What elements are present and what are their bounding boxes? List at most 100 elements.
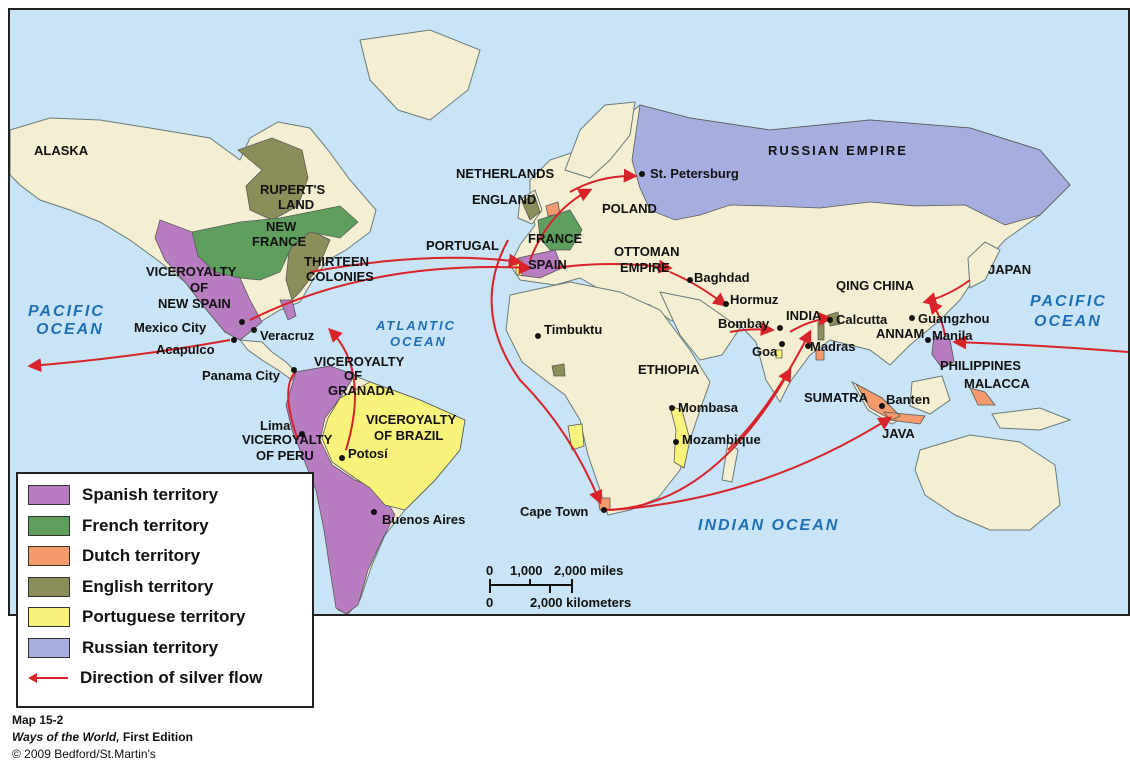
dot-lima [299, 431, 305, 437]
dot-hormuz [723, 301, 729, 307]
map-canvas: PACIFIC OCEAN ATLANTIC OCEAN PACIFIC OCE… [10, 29, 1128, 614]
dot-acapulco [231, 337, 237, 343]
dot-madras [805, 343, 811, 349]
label-newspain-2: OF [190, 280, 208, 295]
label-annam: ANNAM [876, 326, 924, 341]
label-brazil-1: VICEROYALTY [366, 412, 457, 427]
label-france: FRANCE [528, 231, 582, 246]
label-qing: QING CHINA [836, 278, 915, 293]
route-newspain-spain [309, 253, 523, 273]
portuguese-territory-brazil [321, 381, 466, 511]
label-buenos-aires: Buenos Aires [382, 512, 465, 527]
scale-2000-miles: 2,000 miles [554, 563, 623, 578]
label-timbuktu: Timbuktu [544, 322, 602, 337]
dot-mozambique [673, 439, 679, 445]
russian-territory [631, 104, 1071, 226]
route-veracruz-spain [249, 260, 533, 321]
legend-label: French territory [82, 515, 209, 535]
label-granada-1: VICEROYALTY [314, 354, 405, 369]
dot-banten [879, 403, 885, 409]
label-thirteen-1: THIRTEEN [304, 254, 369, 269]
label-thirteen-2: COLONIES [306, 269, 374, 284]
label-netherlands: NETHERLANDS [456, 166, 555, 181]
label-pacific-east-2: OCEAN [1034, 313, 1102, 330]
label-lima: Lima [260, 418, 291, 433]
label-bombay: Bombay [718, 316, 770, 331]
label-malacca: MALACCA [964, 376, 1030, 391]
label-java: JAVA [882, 426, 915, 441]
label-baghdad: Baghdad [694, 270, 750, 285]
portuguese-territory-goa [775, 349, 783, 359]
japan [967, 241, 1001, 289]
spanish-territory-new-spain [154, 219, 263, 341]
dot-mexico-city [239, 319, 245, 325]
label-calcutta: Calcutta [836, 312, 888, 327]
dot-guangzhou [909, 315, 915, 321]
arrow-left-icon [28, 673, 68, 684]
legend-swatch [28, 546, 70, 567]
label-granada-2: OF [344, 368, 362, 383]
territories [154, 104, 1071, 614]
label-cape-town: Cape Town [520, 504, 588, 519]
dot-mombasa [669, 405, 675, 411]
label-india: INDIA [786, 308, 822, 323]
label-japan: JAPAN [988, 262, 1031, 277]
label-banten: Banten [886, 392, 930, 407]
label-atlantic: ATLANTIC [375, 318, 456, 333]
greenland [359, 29, 481, 121]
route-india-calcutta [789, 312, 833, 333]
route-cape-java [609, 416, 893, 511]
label-panama-city: Panama City [202, 368, 281, 383]
label-russian-empire: RUSSIAN EMPIRE [768, 143, 908, 158]
label-acapulco: Acapulco [156, 342, 215, 357]
legend-item-russian: Russian territory [28, 633, 302, 664]
label-indian: INDIAN OCEAN [698, 517, 839, 534]
route-europe-stpetersburg [569, 168, 638, 193]
route-lima-panama [287, 371, 299, 441]
dot-potosi [339, 455, 345, 461]
dutch-territory-india [815, 349, 825, 361]
australia [914, 434, 1061, 531]
label-atlantic-2: OCEAN [390, 334, 447, 349]
label-madras: Madras [810, 339, 856, 354]
label-newfrance-1: NEW [266, 219, 297, 234]
english-territory-africa [551, 363, 566, 377]
label-ottoman-1: OTTOMAN [614, 244, 679, 259]
legend-label: Dutch territory [82, 546, 201, 566]
label-brazil-2: OF BRAZIL [374, 428, 443, 443]
legend-item-french: French territory [28, 511, 302, 542]
map-credits: Map 15-2 Ways of the World, First Editio… [12, 712, 193, 763]
label-hormuz: Hormuz [730, 292, 779, 307]
copyright: © 2009 Bedford/St.Martin's [12, 747, 156, 761]
dot-timbuktu [535, 333, 541, 339]
dot-goa [779, 341, 785, 347]
label-veracruz: Veracruz [260, 328, 315, 343]
central-america [238, 339, 297, 381]
route-arabia-india [729, 322, 775, 336]
label-mombasa: Mombasa [678, 400, 739, 415]
scale-zero-km: 0 [486, 595, 493, 610]
legend-swatch [28, 576, 70, 597]
label-newfrance-2: FRANCE [252, 234, 306, 249]
label-peru-2: OF PERU [256, 448, 314, 463]
route-pacific-manila [952, 335, 1128, 353]
dot-panama-city [291, 367, 297, 373]
legend-item-spanish: Spanish territory [28, 480, 302, 511]
label-pacific-east: PACIFIC [1030, 293, 1107, 310]
portuguese-territory-angola [567, 423, 585, 451]
label-england: ENGLAND [472, 192, 536, 207]
label-guangzhou: Guangzhou [918, 311, 990, 326]
legend-label: English territory [82, 576, 214, 596]
borneo [909, 375, 951, 415]
label-goa: Goa [752, 344, 778, 359]
spanish-territory-philippines [931, 335, 955, 369]
scale-zero-miles: 0 [486, 563, 493, 578]
new-guinea [991, 407, 1072, 431]
legend-item-english: English territory [28, 572, 302, 603]
world-map: PACIFIC OCEAN ATLANTIC OCEAN PACIFIC OCE… [8, 8, 1130, 616]
map-legend: Spanish territory French territory Dutch… [16, 472, 314, 708]
label-philippines: PHILIPPINES [940, 358, 1021, 373]
dot-cape-town [601, 507, 607, 513]
label-sumatra: SUMATRA [804, 390, 869, 405]
label-spain: SPAIN [528, 257, 567, 272]
